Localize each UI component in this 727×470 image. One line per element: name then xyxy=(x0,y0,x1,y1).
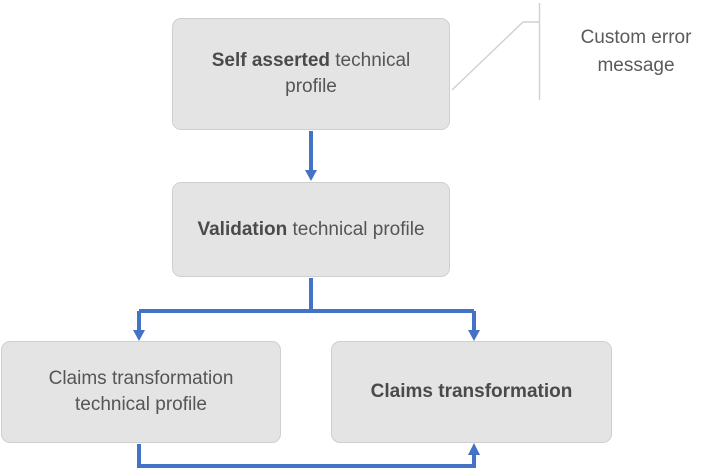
node-claims-transformation[interactable]: Claims transformation xyxy=(331,341,612,443)
node-label-bold: Claims transformation xyxy=(370,381,573,403)
arrowhead-validation xyxy=(305,170,317,181)
node-label-bold: Validation xyxy=(197,218,288,240)
loop-bottom xyxy=(137,444,476,468)
arrowhead-claims-transformation-bottom xyxy=(468,443,480,455)
arrowhead-claims-transformation-top xyxy=(468,330,480,341)
node-label: Claims transformation xyxy=(346,379,597,405)
node-label-rest: Claims transformation technical profile xyxy=(48,368,234,415)
node-self-asserted-technical-profile[interactable]: Self asserted technical profile xyxy=(172,18,450,130)
callout-line-1: Custom error xyxy=(580,27,692,48)
callout-diagonal-leader xyxy=(451,21,524,91)
node-label-bold: Self asserted xyxy=(211,50,330,72)
callout-line-2: message xyxy=(597,54,675,76)
node-label-rest: technical profile xyxy=(287,218,425,240)
callout-custom-error-message: Custom error message xyxy=(556,24,716,79)
arrowhead-claims-tp xyxy=(133,330,145,341)
node-label: Claims transformation technical profile xyxy=(16,366,266,417)
node-label: Self asserted technical profile xyxy=(187,48,435,99)
node-label-rest: technical profile xyxy=(285,50,411,97)
node-validation-technical-profile[interactable]: Validation technical profile xyxy=(172,182,450,277)
node-claims-transformation-technical-profile[interactable]: Claims transformation technical profile xyxy=(1,341,281,443)
node-label: Validation technical profile xyxy=(187,217,435,243)
